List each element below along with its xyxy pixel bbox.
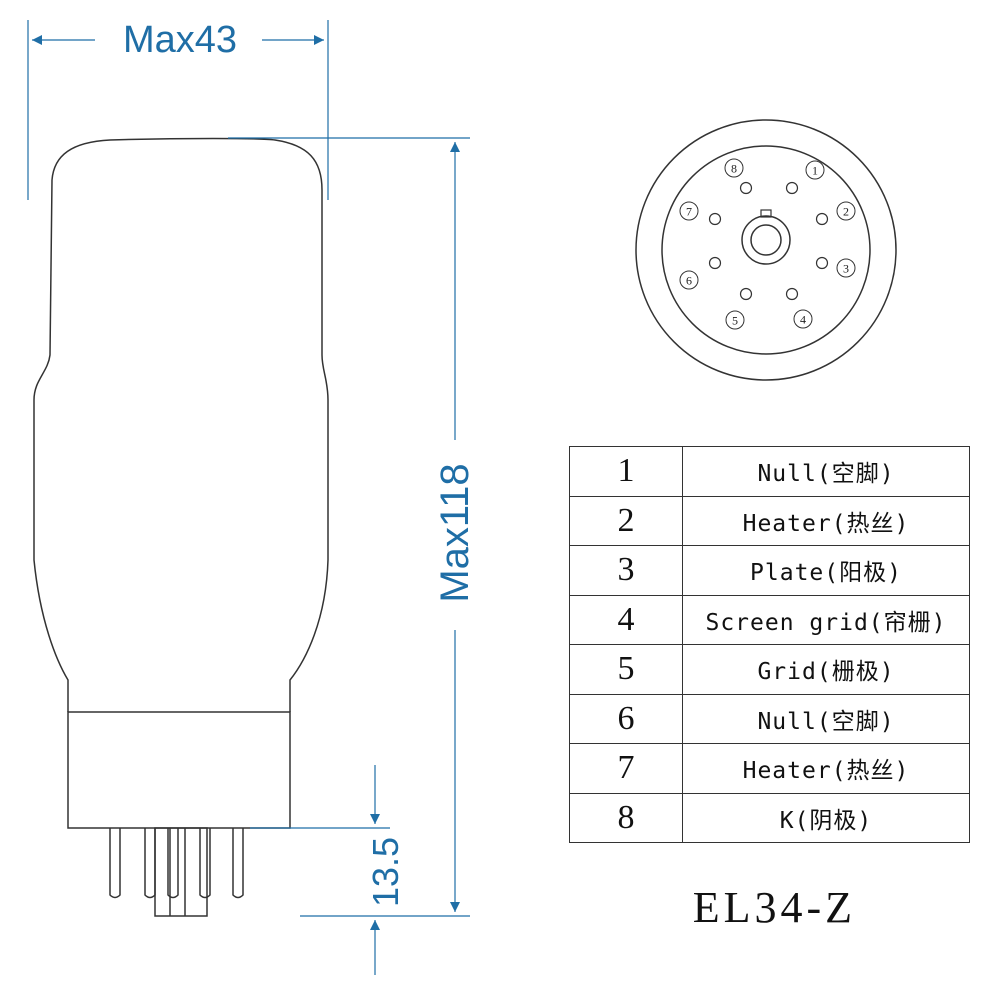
pin-number-badge: 6: [679, 270, 699, 290]
pin-number-label: 5: [732, 314, 738, 328]
tube-envelope: [33, 137, 329, 712]
pin-number-badge: 1: [805, 160, 825, 180]
pin-number-badge: 4: [793, 309, 813, 329]
pin-function-cell: K(阴极): [682, 792, 970, 843]
pin-number-label: 8: [731, 162, 737, 176]
pin-number-label: 3: [843, 262, 849, 276]
pin-hole: [708, 256, 722, 270]
socket-inner-ring: [661, 145, 871, 355]
center-post-outer: [741, 215, 791, 265]
height-dimension: [228, 137, 470, 917]
width-dimension: [27, 20, 329, 200]
pin-labels: 1 2 3 4 5 6 7 8: [679, 158, 856, 330]
pin-hole: [785, 181, 799, 195]
height-label: Max118: [433, 463, 477, 602]
pin-number-label: 7: [686, 205, 692, 219]
model-label: EL34-Z: [692, 883, 856, 932]
pin-number-badge: 5: [725, 310, 745, 330]
pin-length-dimension: [250, 765, 390, 975]
pin-function-cell: Heater(热丝): [682, 495, 970, 546]
pin-number-label: 2: [843, 205, 849, 219]
pin-hole: [739, 287, 753, 301]
pin-number-label: 1: [812, 164, 818, 178]
pin-number-badge: 7: [679, 201, 699, 221]
pin-number-cell: 6: [569, 693, 683, 744]
pin-number-label: 6: [686, 274, 692, 288]
pin-function-cell: Null(空脚): [682, 693, 970, 744]
pin-function-cell: Grid(栅极): [682, 644, 970, 695]
pin-function-cell: Screen grid(帘栅): [682, 594, 970, 645]
pin-holes: [708, 181, 829, 301]
pin-number-cell: 8: [569, 792, 683, 843]
pin-hole: [785, 287, 799, 301]
pin-number-badge: 2: [836, 201, 856, 221]
socket-view: 1 2 3 4 5 6 7 8: [635, 119, 897, 381]
pin-hole: [739, 181, 753, 195]
pin-hole: [815, 256, 829, 270]
pin-number-cell: 4: [569, 594, 683, 645]
pin-number-badge: 8: [724, 158, 744, 178]
pin-number-label: 4: [800, 313, 806, 327]
pin-function-cell: Null(空脚): [682, 446, 970, 497]
pin-number-cell: 3: [569, 545, 683, 596]
pin-number-badge: 3: [836, 258, 856, 278]
tube-pins: [109, 827, 244, 917]
pin-hole: [815, 212, 829, 226]
pin-number-cell: 1: [569, 446, 683, 497]
center-post-inner: [750, 224, 782, 256]
pin-number-cell: 2: [569, 495, 683, 546]
pin-hole: [708, 212, 722, 226]
pin-number-cell: 5: [569, 644, 683, 695]
pin-number-cell: 7: [569, 743, 683, 794]
tube-base: [67, 711, 291, 829]
socket-outer-ring: [635, 119, 897, 381]
width-label: Max43: [123, 19, 237, 61]
center-key: [760, 209, 772, 218]
pin-function-cell: Heater(热丝): [682, 743, 970, 794]
pin-function-cell: Plate(阳极): [682, 545, 970, 596]
pin-length-label: 13.5: [365, 837, 406, 907]
